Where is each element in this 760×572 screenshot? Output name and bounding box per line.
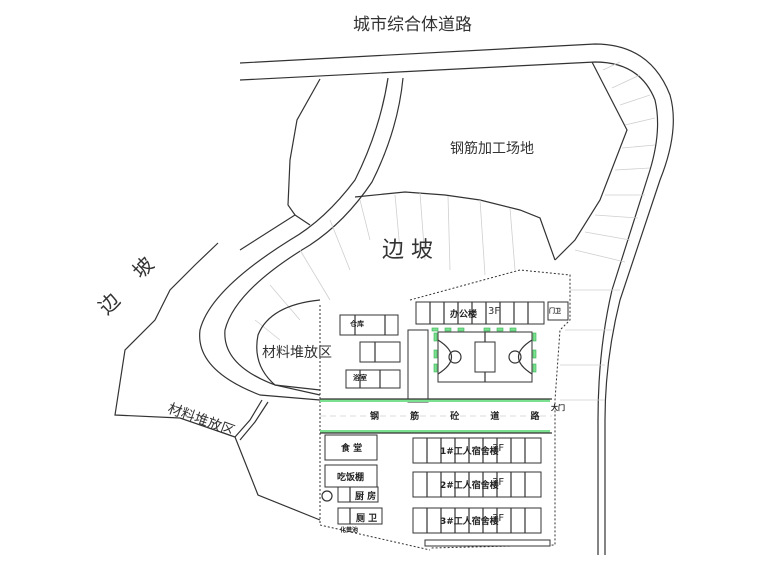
south-west-buildings: [321, 434, 383, 525]
site-boundary: [319, 269, 571, 551]
office-floors-label: 3F: [488, 306, 501, 317]
left-small-buildings: [339, 314, 429, 403]
kitchen-label: 厨 房: [355, 492, 377, 502]
gate-label: 大门: [551, 404, 565, 412]
canteen-label: 食 堂: [341, 444, 363, 454]
dorm-3-label: 3#工人宿舍楼: [440, 517, 499, 527]
access-road: [199, 77, 404, 401]
basketball-court: [437, 331, 533, 383]
small-building-1-label: 仓库: [350, 320, 364, 328]
rebar-yard-label: 钢筋加工场地: [450, 141, 534, 157]
road-label: 钢 筋 砼 道 路: [370, 412, 554, 422]
green-markers: [431, 327, 537, 373]
city-road-label: 城市综合体道路: [353, 15, 472, 35]
right-slope-hatch: [554, 61, 656, 401]
wash-label: 浴室: [353, 374, 367, 382]
dorm-1-label: 1#工人宿舍楼: [440, 447, 499, 457]
toilet-label: 厕 卫: [356, 514, 378, 524]
city-road: [239, 43, 674, 555]
central-slope: [254, 191, 556, 341]
dorm-buildings: [412, 437, 551, 547]
main-road: [320, 398, 552, 434]
guard-label: 门卫: [549, 308, 562, 315]
inner-material-yard-boundary: [256, 299, 321, 396]
septic-tank-label: 化粪池: [340, 527, 359, 534]
dorm-1-floors: 3F: [492, 443, 505, 454]
material-yard-inner-label: 材料堆放区: [262, 345, 332, 361]
office-building: [415, 301, 569, 325]
left-slope-boundary: [114, 242, 321, 521]
dorm-3-floors: 3F: [492, 513, 505, 524]
dining-shed-label: 吃饭棚: [337, 473, 365, 483]
slope-center-label: 边 坡: [382, 238, 433, 263]
dorm-2-floors: 3F: [492, 477, 505, 488]
office-building-label: 办公楼: [450, 310, 478, 320]
dorm-2-label: 2#工人宿舍楼: [440, 481, 499, 491]
